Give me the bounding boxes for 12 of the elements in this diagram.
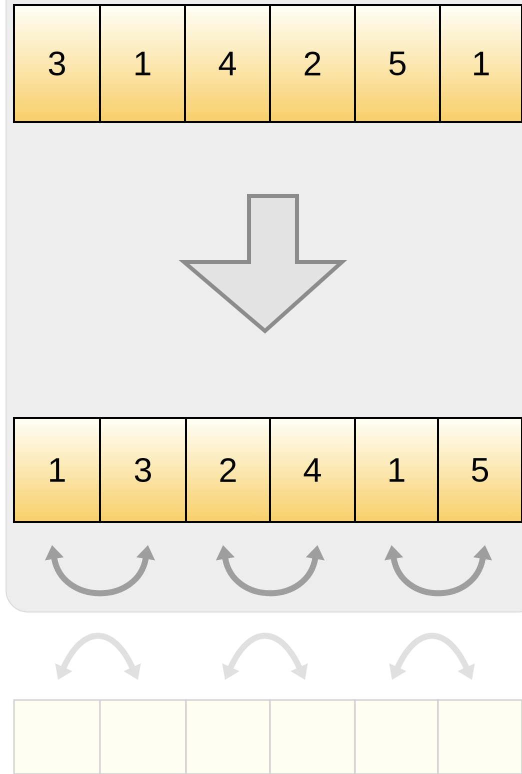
number-cell: 1 — [99, 4, 186, 123]
number-cell: 3 — [13, 4, 101, 123]
number-cell: 1 — [439, 4, 522, 123]
number-cell: 2 — [269, 4, 356, 123]
number-cell: 2 — [185, 417, 271, 523]
number-cell: 4 — [269, 417, 356, 523]
number-cell: 3 — [99, 417, 187, 523]
number-cell: 1 — [13, 417, 101, 523]
number-cell: 5 — [354, 4, 441, 123]
number-cell: 4 — [184, 4, 271, 123]
number-cell: 1 — [354, 417, 439, 523]
number-cell: 5 — [437, 417, 522, 523]
